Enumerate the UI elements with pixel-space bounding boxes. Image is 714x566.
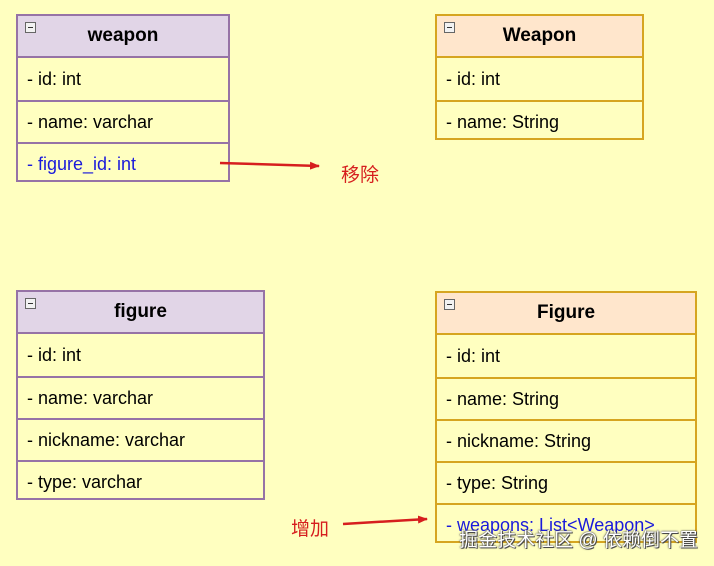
collapse-toggle-icon[interactable]: [25, 22, 36, 33]
figure-table-title: figure: [114, 301, 167, 322]
weapon-table-title: weapon: [87, 25, 159, 46]
remove-label: 移除: [341, 165, 380, 186]
field-type: - type: varchar: [18, 460, 263, 502]
watermark: 掘金技术社区 @ 依赖倒不置: [459, 530, 698, 551]
field-name: - name: varchar: [18, 376, 263, 418]
field-weapons: - weapons: List<Weapon>: [437, 503, 695, 545]
field-id: - id: int: [27, 344, 82, 365]
field-figure-id: - figure_id: int: [18, 142, 228, 184]
add-arrow: [342, 515, 428, 526]
figure-class-title: Figure: [536, 302, 596, 323]
field-name: - name: String: [437, 100, 642, 142]
collapse-toggle-icon[interactable]: [444, 22, 455, 33]
field-nickname: - nickname: varchar: [18, 418, 263, 460]
field-type: - type: String: [437, 461, 695, 503]
weapon-class-header: Weapon: [437, 16, 642, 58]
figure-class-header: Figure: [437, 293, 695, 335]
collapse-toggle-icon[interactable]: [25, 298, 36, 309]
field-name: - name: String: [437, 377, 695, 419]
collapse-toggle-icon[interactable]: [444, 299, 455, 310]
field-nickname: - nickname: String: [437, 419, 695, 461]
add-label: 增加: [291, 519, 330, 540]
field-id: - id: int: [446, 68, 501, 89]
figure-table: figure - id: int - name: varchar - nickn…: [16, 290, 265, 500]
field-id: - id: int: [446, 345, 501, 366]
figure-class: Figure - id: int - name: String - nickna…: [435, 291, 697, 543]
remove-arrow: [219, 161, 320, 170]
field-id: - id: int: [27, 68, 82, 89]
weapon-class: Weapon - id: int - name: String: [435, 14, 644, 140]
field-name: - name: varchar: [18, 100, 228, 142]
weapon-table-header: weapon: [18, 16, 228, 58]
weapon-table: weapon - id: int - name: varchar - figur…: [16, 14, 230, 182]
weapon-class-title: Weapon: [502, 25, 577, 46]
figure-table-header: figure: [18, 292, 263, 334]
